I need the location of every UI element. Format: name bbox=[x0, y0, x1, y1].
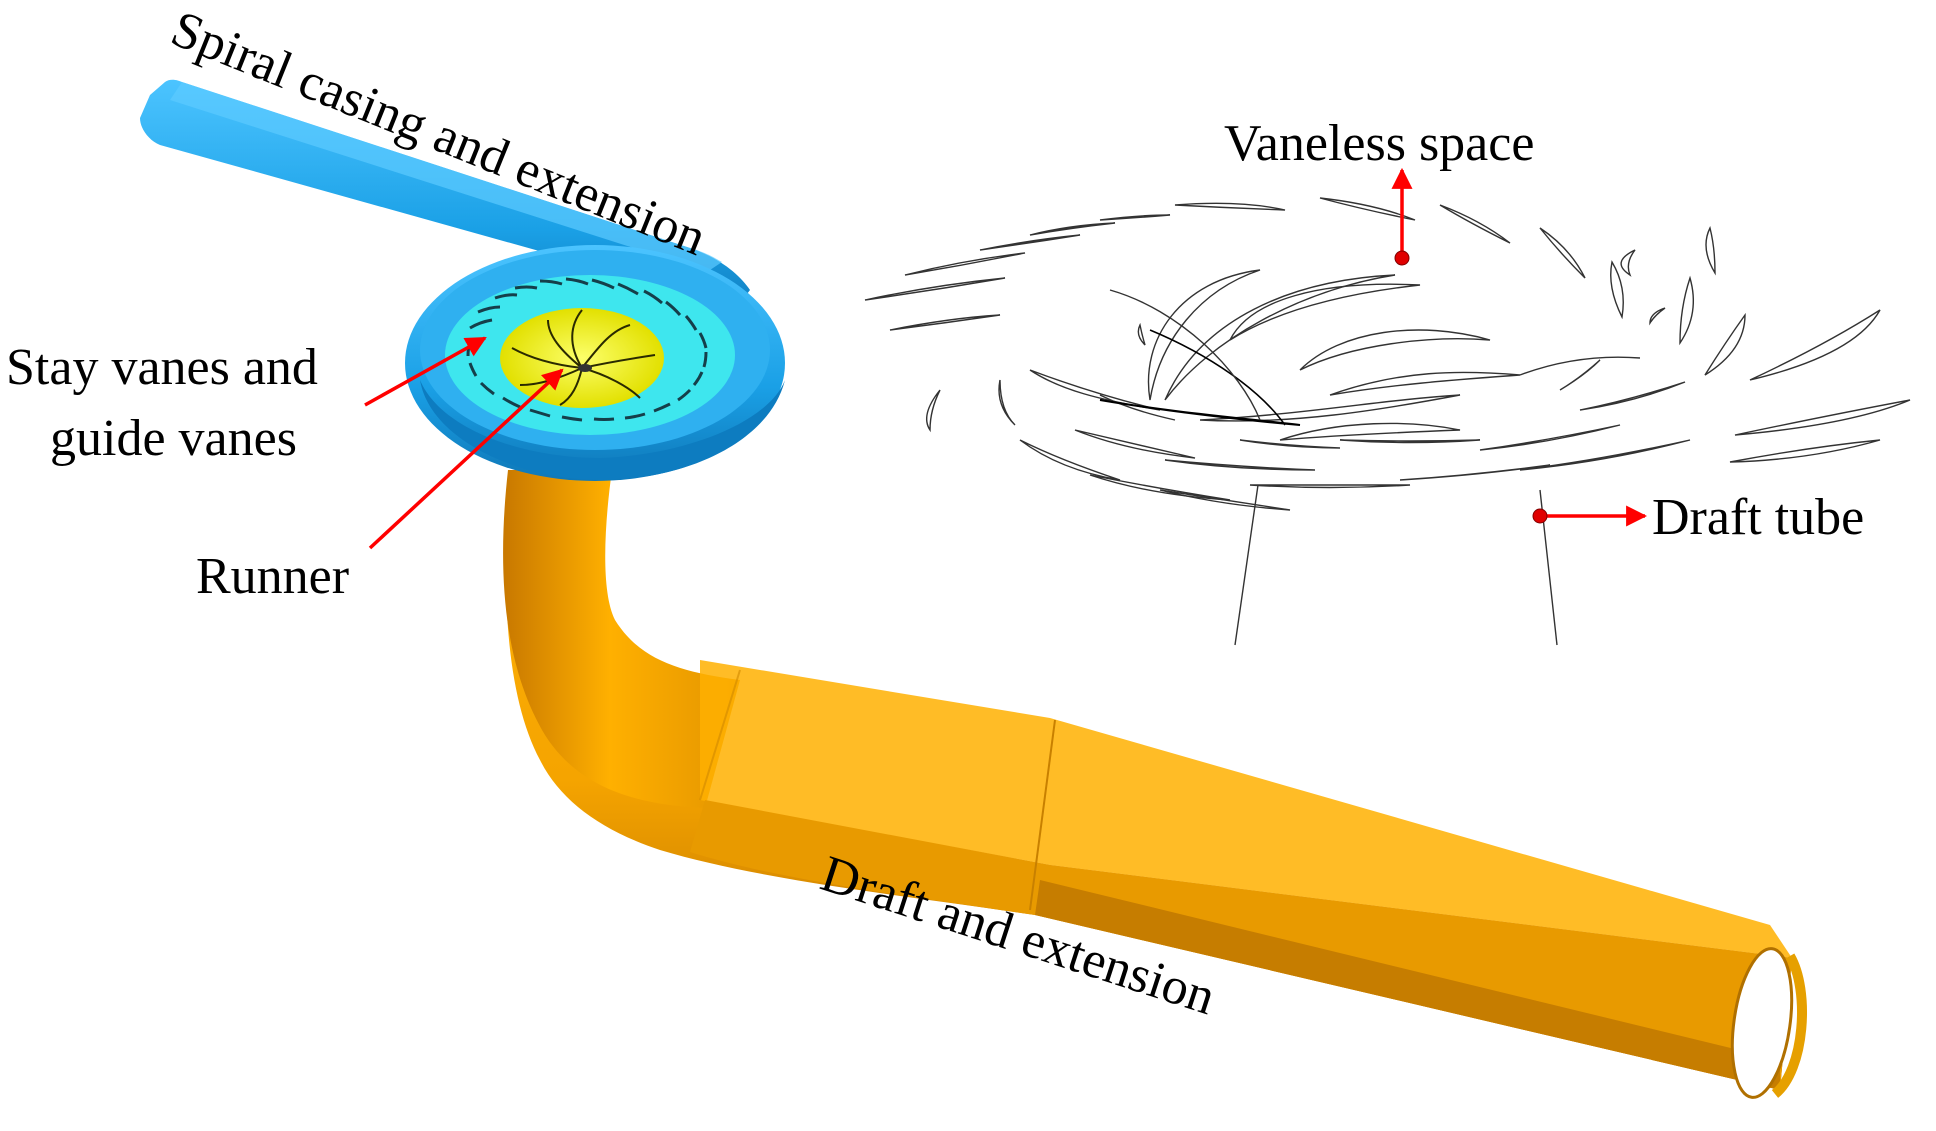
runner-arrow bbox=[368, 368, 564, 550]
runner-shape bbox=[500, 308, 664, 408]
label-draft-tube: Draft tube bbox=[1652, 489, 1864, 546]
label-stay-guide-line2: guide vanes bbox=[50, 410, 297, 467]
vane-wireframe bbox=[864, 197, 1911, 646]
stay-vanes-arrow bbox=[364, 336, 487, 407]
vaneless-space-marker bbox=[1391, 167, 1413, 266]
label-stay-guide-line1: Stay vanes and bbox=[6, 339, 318, 396]
label-vaneless-space: Vaneless space bbox=[1224, 115, 1534, 172]
draft-tube-shape bbox=[503, 470, 1807, 1099]
draft-tube-marker bbox=[1532, 505, 1648, 527]
label-runner: Runner bbox=[196, 548, 349, 605]
